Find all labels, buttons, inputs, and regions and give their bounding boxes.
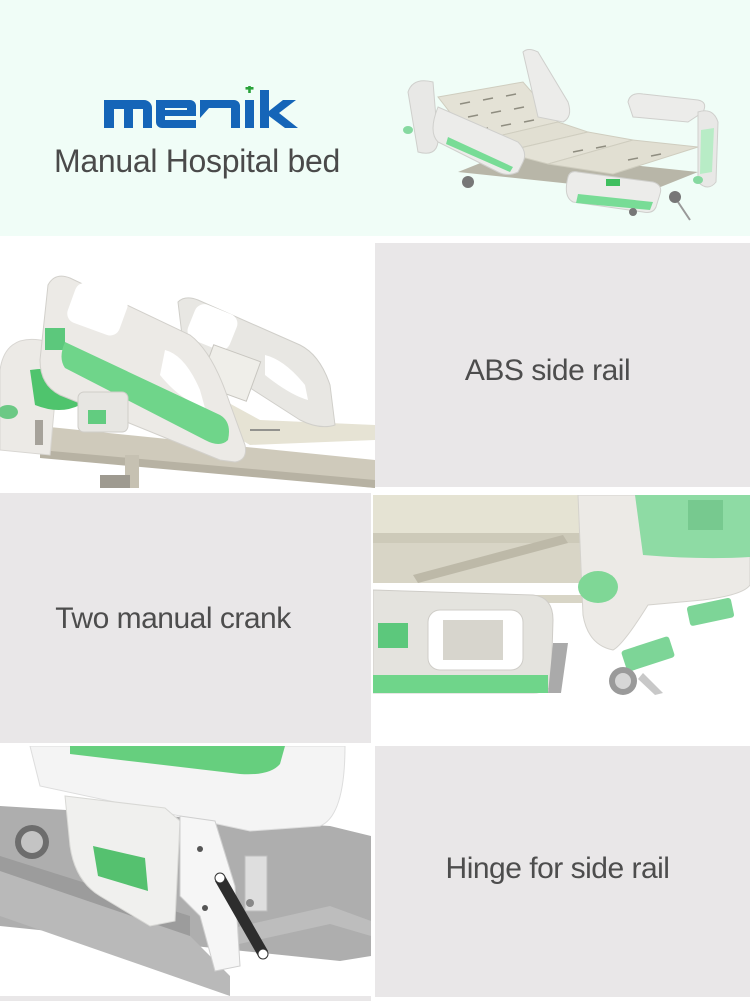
feature-photo-abs-side-rail [0,240,375,488]
hospital-bed-photo [403,49,719,221]
feature-label: ABS side rail [464,354,631,387]
header-banner: Manual Hospital bed [0,0,750,236]
cross-icon [245,86,254,93]
feature-photo-manual-crank [373,495,750,743]
feature-photo-side-rail-hinge [0,746,371,996]
bottom-divider [0,996,371,1001]
feature-panel-abs-side-rail: ABS side rail [375,243,750,487]
brand-logo [104,86,298,128]
feature-label: Two manual crank [55,602,291,635]
feature-panel-manual-crank: Two manual crank [0,493,371,743]
feature-label: Hinge for side rail [445,851,670,885]
feature-panel-side-rail-hinge: Hinge for side rail [375,746,750,997]
page-title: Manual Hospital bed [54,143,341,179]
